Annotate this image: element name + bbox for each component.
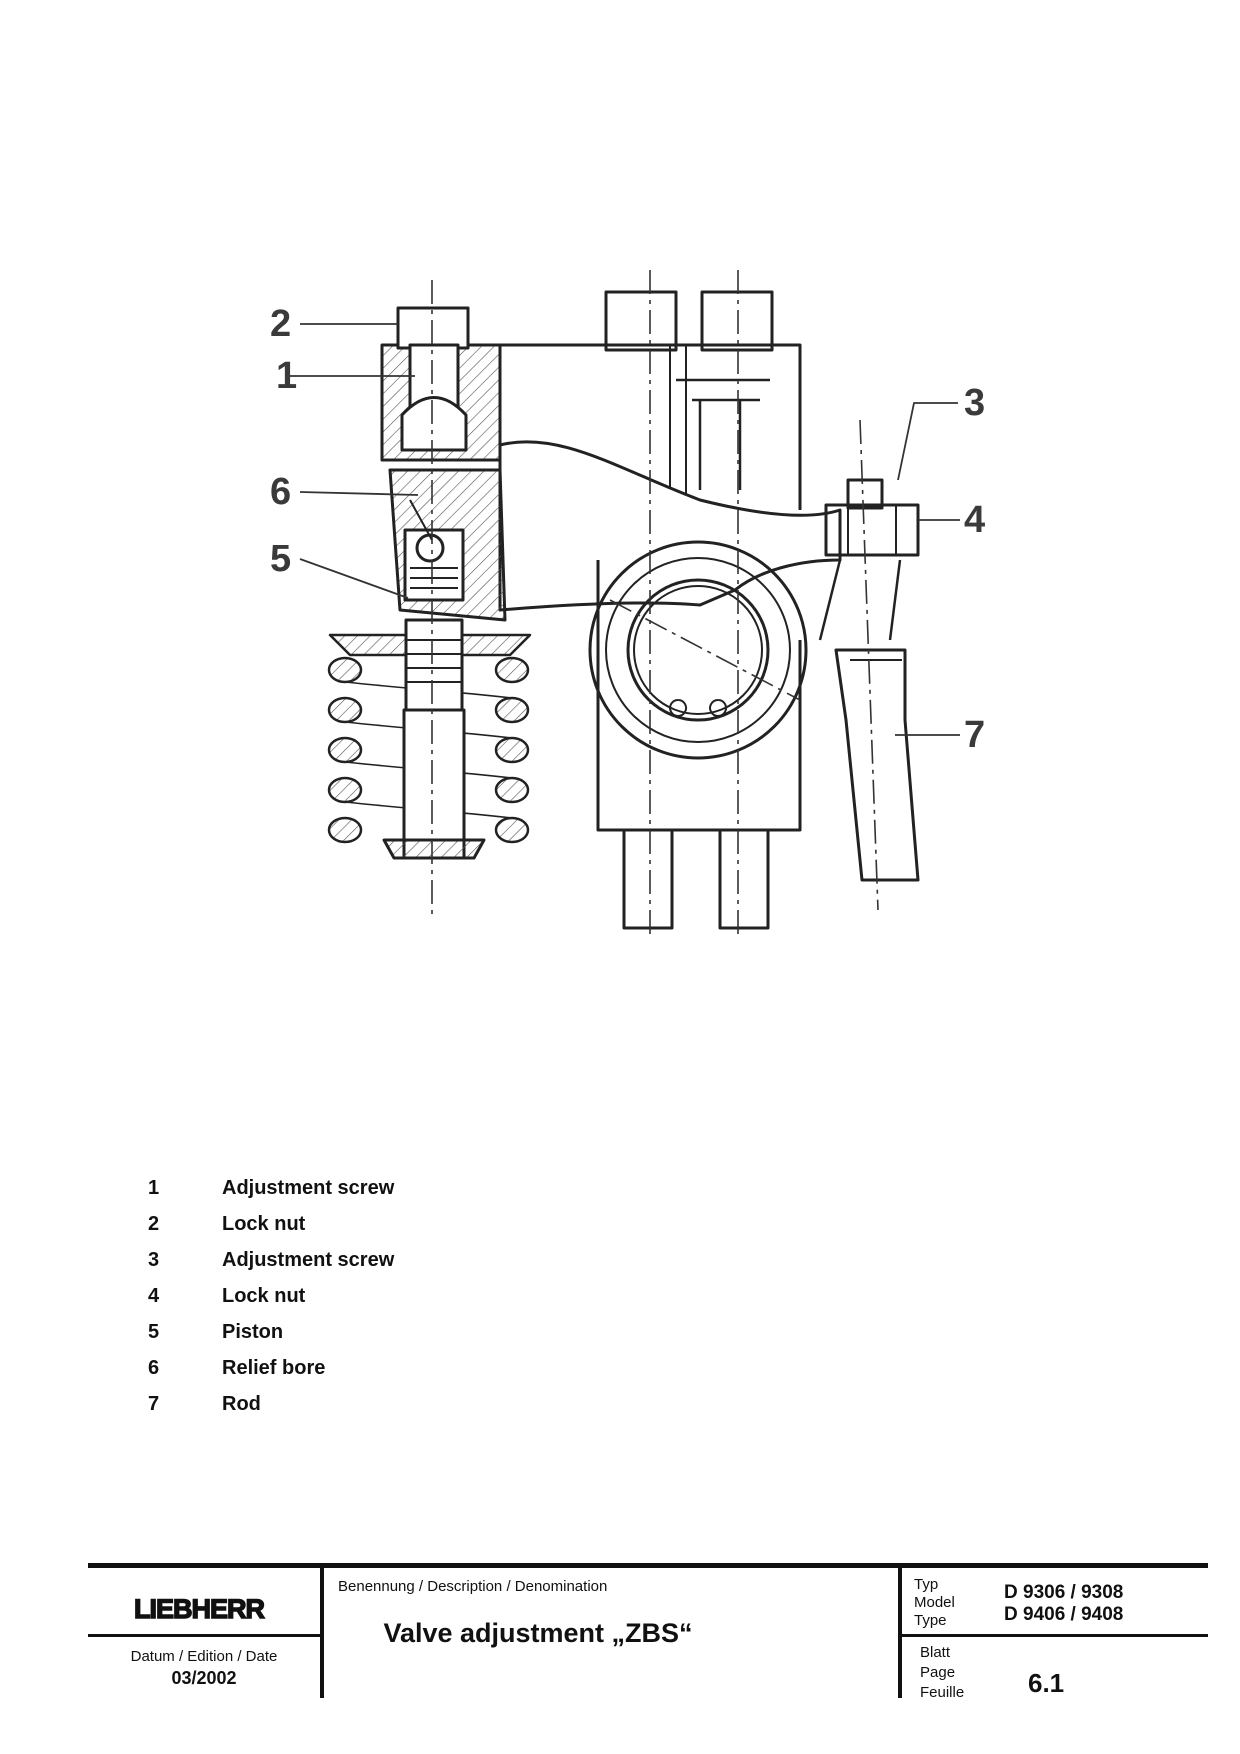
top-stud-left bbox=[604, 290, 678, 352]
page-number: 6.1 bbox=[1028, 1668, 1065, 1698]
callout-4: 4 bbox=[964, 499, 985, 541]
divider bbox=[320, 1568, 324, 1698]
logo-text: LIEBHERR bbox=[134, 1594, 265, 1624]
page-label-en: Page bbox=[920, 1664, 956, 1681]
lock-nut-right bbox=[824, 503, 920, 557]
valve-stem-cap bbox=[404, 618, 464, 712]
divider bbox=[88, 1634, 320, 1637]
type-label-en: Model bbox=[914, 1594, 955, 1611]
legend-number: 6 bbox=[148, 1356, 160, 1379]
legend-number: 7 bbox=[148, 1392, 160, 1415]
housing-top bbox=[382, 343, 802, 510]
housing-lower bbox=[596, 560, 802, 832]
lock-nut-top bbox=[396, 306, 470, 350]
date-label: Datum / Edition / Date bbox=[130, 1648, 278, 1665]
top-stud-right bbox=[700, 290, 774, 352]
legend-label: Relief bore bbox=[222, 1356, 326, 1379]
legend-label: Piston bbox=[222, 1320, 284, 1343]
valve-assembly-drawing: 2 1 6 5 3 4 7 bbox=[270, 270, 985, 940]
bottom-stud-left bbox=[622, 828, 674, 930]
legend-item: 2 Lock nut bbox=[148, 1206, 748, 1242]
valve-stem bbox=[402, 708, 466, 860]
type-label-de: Typ bbox=[914, 1576, 939, 1593]
housing-inner-lines bbox=[669, 345, 687, 500]
callout-6: 6 bbox=[270, 471, 291, 513]
bottom-stud-right bbox=[718, 828, 770, 930]
model-1: D 9306 / 9308 bbox=[1004, 1582, 1124, 1603]
divider bbox=[898, 1568, 902, 1698]
legend-label: Adjustment screw bbox=[222, 1248, 395, 1271]
valve-spring bbox=[327, 633, 532, 844]
legend-number: 5 bbox=[148, 1320, 160, 1343]
callout-2: 2 bbox=[270, 303, 291, 345]
legend-label: Lock nut bbox=[222, 1212, 306, 1235]
legend-label: Lock nut bbox=[222, 1284, 306, 1307]
legend-item: 7 Rod bbox=[148, 1386, 748, 1422]
legend-item: 5 Piston bbox=[148, 1314, 748, 1350]
adjustment-screw-right bbox=[846, 478, 884, 510]
date-value: 03/2002 bbox=[171, 1668, 237, 1688]
description-label: Benennung / Description / Denomination bbox=[338, 1578, 608, 1595]
parts-legend: 1 Adjustment screw 2 Lock nut 3 Adjustme… bbox=[148, 1170, 748, 1422]
shaft-outer-ring bbox=[588, 540, 808, 760]
callout-1: 1 bbox=[276, 355, 297, 397]
relief-bore-line bbox=[409, 499, 433, 541]
title-block: LIEBHERR Datum / Edition / Date 03/2002 … bbox=[88, 1563, 1208, 1701]
legend-label: Adjustment screw bbox=[222, 1176, 395, 1199]
legend-number: 2 bbox=[148, 1212, 160, 1235]
type-label-fr: Type bbox=[914, 1612, 947, 1629]
page-label-de: Blatt bbox=[920, 1644, 951, 1661]
liebherr-logo: LIEBHERR bbox=[133, 1593, 266, 1624]
push-rod bbox=[834, 648, 920, 882]
divider bbox=[898, 1634, 1208, 1637]
legend-item: 4 Lock nut bbox=[148, 1278, 748, 1314]
legend-number: 4 bbox=[148, 1284, 160, 1307]
callout-7: 7 bbox=[964, 714, 985, 756]
legend-item: 3 Adjustment screw bbox=[148, 1242, 748, 1278]
shaft bbox=[626, 578, 770, 722]
legend-number: 1 bbox=[148, 1176, 160, 1199]
callout-5: 5 bbox=[270, 538, 291, 580]
model-2: D 9406 / 9408 bbox=[1004, 1604, 1124, 1625]
page-label-fr: Feuille bbox=[920, 1684, 965, 1701]
legend-item: 6 Relief bore bbox=[148, 1350, 748, 1386]
callout-3: 3 bbox=[964, 382, 985, 424]
legend-number: 3 bbox=[148, 1248, 160, 1271]
legend-item: 1 Adjustment screw bbox=[148, 1170, 748, 1206]
legend-label: Rod bbox=[222, 1392, 261, 1415]
document-title: Valve adjustment „ZBS“ bbox=[383, 1618, 693, 1648]
